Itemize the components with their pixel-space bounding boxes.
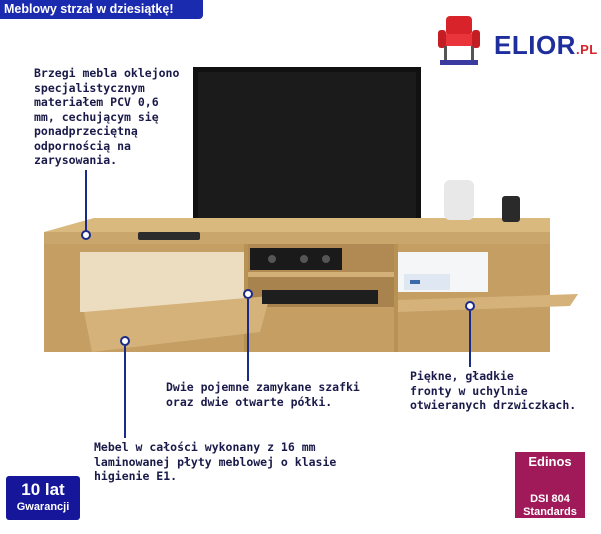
dvd-player (262, 290, 378, 304)
pointer-line-material (124, 346, 126, 438)
hotspot-fronts[interactable] (465, 301, 475, 311)
pointer-line-edges (85, 170, 87, 232)
hotspot-material[interactable] (120, 336, 130, 346)
note-cabinets: Dwie pojemne zamykane szafki oraz dwie o… (166, 380, 360, 409)
left-door (84, 296, 270, 352)
router (404, 274, 450, 290)
pointer-line-cabinets (247, 299, 249, 381)
chair-icon (438, 16, 480, 65)
elior-logo[interactable]: ELIOR.PL (432, 14, 597, 74)
pointer-line-fronts (469, 311, 471, 367)
note-fronts: Piękne, gładkie fronty w uchylnie otwier… (410, 369, 577, 412)
warranty-years: 10 lat (21, 480, 65, 499)
warranty-label: Gwarancji (16, 501, 70, 513)
promo-banner: Meblowy strzał w dziesiątkę! (0, 0, 203, 19)
white-speaker (444, 180, 474, 220)
cabinet-top (44, 218, 550, 232)
certificate-line1: DSI (530, 493, 549, 505)
hotspot-edges[interactable] (81, 230, 91, 240)
remote (138, 232, 200, 240)
sound-system (250, 248, 342, 270)
certificate-badge: Edinos DSI 804 Standards (515, 452, 585, 518)
warranty-badge: 10 lat Gwarancji (6, 476, 80, 520)
note-material: Mebel w całości wykonany z 16 mm laminow… (94, 440, 337, 483)
right-door (398, 294, 578, 312)
hotspot-cabinets[interactable] (243, 289, 253, 299)
logo-suffix: .PL (575, 42, 598, 57)
black-speaker (502, 196, 520, 222)
certificate-code: DSI 804 (515, 492, 585, 506)
logo-text: ELIOR.PL (494, 30, 598, 61)
logo-name: ELIOR (494, 30, 576, 60)
note-edges: Brzegi mebla oklejono specjalistycznym m… (34, 66, 180, 167)
certificate-brand: Edinos (528, 454, 572, 469)
certificate-line2: Standards (523, 506, 577, 518)
certificate-number: 804 (551, 493, 570, 505)
